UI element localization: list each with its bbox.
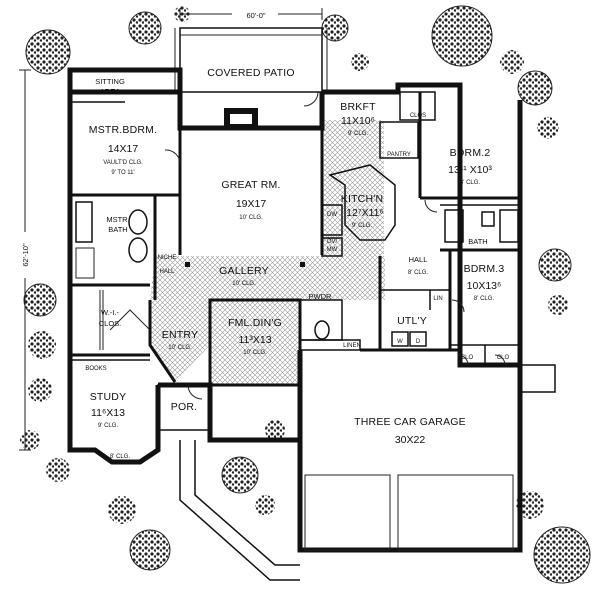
powder-label: PWDR	[309, 292, 332, 301]
family-dining-ceiling: 10' CLG.	[243, 350, 267, 356]
shrub-icon	[548, 295, 568, 315]
sitting-area-label: SITTING	[95, 77, 125, 86]
shrub-icon	[321, 14, 349, 42]
walkin-closet-label: CLOS.	[99, 319, 122, 328]
shrub-icon	[538, 248, 572, 282]
door-swings	[164, 91, 506, 400]
hall-ceiling: 8' CLG.	[408, 270, 428, 276]
garage-doors	[179, 364, 556, 581]
dishwasher-label: DW	[327, 212, 337, 218]
width-dimension: 60'-0"	[246, 11, 265, 20]
bedroom3-size: 10X13⁶	[467, 280, 502, 292]
garage-size: 30X22	[395, 434, 426, 446]
shrub-icon	[128, 11, 162, 45]
landscaping	[20, 5, 591, 584]
shrub-icon	[28, 331, 56, 359]
oven-label: MW	[327, 247, 338, 253]
shrub-icon	[265, 420, 285, 440]
linen-lower-label: LINEN	[343, 343, 361, 349]
closet-left-label: CLO	[461, 355, 474, 361]
pantry-label: PANTRY	[387, 152, 411, 158]
washer-label: W	[397, 339, 403, 345]
master-bedroom-ceiling: 9' TO 11'	[111, 170, 134, 176]
study-label: STUDY	[90, 391, 127, 403]
shrub-icon	[351, 53, 369, 71]
shrub-icon	[20, 430, 40, 450]
bedroom2-label: BDRM.2	[450, 147, 491, 159]
niche-label: NICHE	[158, 255, 177, 261]
shrub-icon	[537, 117, 559, 139]
study-bay-ceiling: 8' CLG.	[110, 454, 130, 460]
room-labels: COVERED PATIO SITTING AREA MSTR.BDRM. 14…	[85, 67, 509, 460]
family-dining-label: FML.DIN'G	[228, 317, 282, 329]
shrub-icon	[108, 496, 136, 524]
shrub-icon	[517, 70, 553, 106]
great-room-label: GREAT RM.	[221, 179, 280, 191]
gallery-label: GALLERY	[219, 265, 269, 277]
kitchen-label: KITCH'N	[341, 193, 384, 205]
entry-label: ENTRY	[162, 329, 198, 341]
interior-walls	[70, 91, 523, 431]
entry-ceiling: 10' CLG.	[168, 345, 192, 351]
bedroom3-label: BDRM.3	[464, 263, 505, 275]
bath-label: BATH	[468, 237, 487, 246]
study-ceiling: 9' CLG.	[98, 423, 118, 429]
hall-label: HALL	[409, 255, 428, 264]
covered-patio	[174, 27, 328, 93]
shrub-icon	[28, 378, 52, 402]
breakfast-label: BRKFT	[340, 101, 376, 113]
great-room-ceiling: 10' CLG.	[239, 215, 263, 221]
shrub-icon	[25, 29, 71, 75]
kitchen-size: 12⁷X11⁶	[346, 207, 384, 219]
shrub-icon	[46, 458, 70, 482]
dimension-width: 60'-0"	[179, 7, 323, 20]
master-bath-label: MSTR.	[106, 215, 129, 224]
hall-left-label: HALL	[159, 269, 175, 275]
dimension-depth: 62'-10"	[19, 69, 32, 451]
kitchen-ceiling: 9' CLG.	[352, 223, 372, 229]
linen-upper-label: LIN	[433, 296, 442, 302]
shrub-icon	[516, 491, 544, 519]
covered-patio-label: COVERED PATIO	[207, 67, 294, 79]
shrub-icon	[221, 456, 259, 494]
master-bath-label: BATH	[108, 225, 127, 234]
books-label: BOOKS	[85, 366, 106, 372]
shrub-icon	[129, 529, 171, 571]
gallery-ceiling: 10' CLG.	[232, 281, 256, 287]
great-room-size: 19X17	[236, 198, 267, 210]
tree-icon	[431, 5, 493, 67]
master-bedroom-size: 14X17	[108, 143, 139, 155]
depth-dimension: 62'-10"	[21, 243, 30, 267]
bedroom2-size: 13¹¹ X10³	[448, 164, 492, 176]
master-bedroom-label: MSTR.BDRM.	[89, 124, 158, 136]
master-bedroom-ceiling: VAULT'D CLG.	[103, 160, 143, 166]
bedroom2-ceiling: 8' CLG.	[460, 180, 480, 186]
sitting-area-label: AREA	[100, 87, 120, 96]
breakfast-ceiling: 9' CLG.	[348, 131, 368, 137]
shrub-icon	[500, 50, 524, 74]
shrub-icon	[23, 283, 57, 317]
porch-label: POR.	[171, 401, 197, 413]
garage-label: THREE CAR GARAGE	[354, 416, 466, 428]
oven-label: OV/	[327, 239, 338, 245]
bedroom3-ceiling: 8' CLG.	[474, 296, 494, 302]
dryer-label: D	[416, 339, 421, 345]
closet-label: CLOS	[410, 113, 426, 119]
walkin-closet-label: W.-I.-	[101, 308, 119, 317]
tree-icon	[533, 526, 591, 584]
shrub-icon	[255, 495, 275, 515]
utility-label: UTL'Y	[397, 315, 427, 327]
study-size: 11⁶X13	[91, 407, 125, 419]
family-dining-size: 11³X13	[238, 334, 271, 346]
breakfast-size: 11X10⁶	[341, 115, 375, 127]
closet-right-label: CLO	[497, 355, 510, 361]
